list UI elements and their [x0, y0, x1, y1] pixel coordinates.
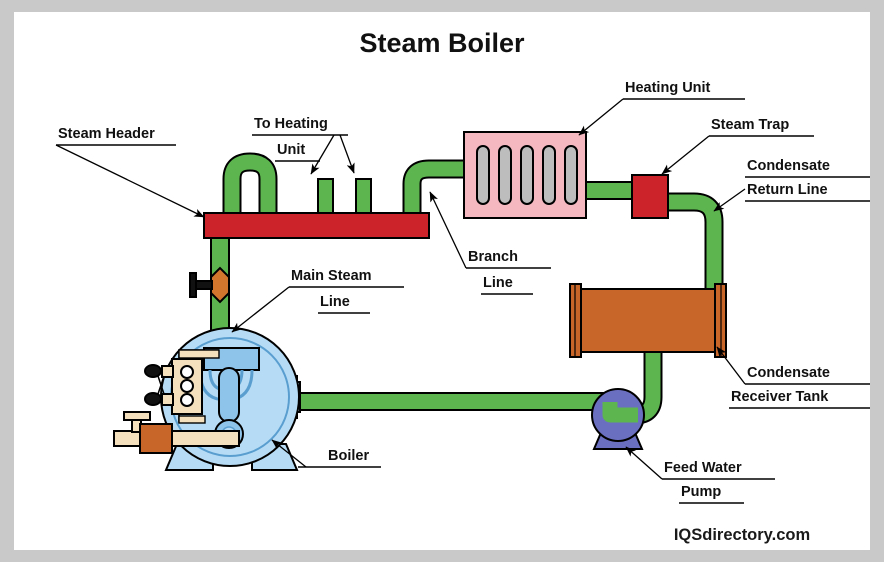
label-heating-unit: Heating Unit [578, 80, 745, 136]
label-boiler-text: Boiler [328, 448, 369, 464]
diagram-canvas: Steam Boiler [14, 12, 870, 550]
heating-unit-outlet-pipe [583, 181, 640, 200]
label-feed-water-pump: Feed Water Pump [625, 446, 775, 504]
steam-header [203, 212, 430, 239]
feed-water-pump [591, 388, 645, 450]
label-heating-unit-text: Heating Unit [625, 80, 711, 96]
label-condensate-receiver-tank: Condensate Receiver Tank [716, 346, 870, 409]
watermark: IQSdirectory.com [674, 526, 810, 544]
boiler-control-panel [144, 349, 220, 424]
label-branch-line1: Branch [468, 249, 518, 265]
condensate-receiver-tank [569, 283, 727, 358]
label-main-steam-line2: Line [320, 294, 350, 310]
main-steam-valve [189, 266, 230, 304]
riser-stub-2 [355, 178, 372, 218]
steam-trap [631, 174, 669, 219]
label-branch-line2: Line [483, 275, 513, 291]
burner-fuel-line [113, 411, 240, 454]
label-steam-trap-text: Steam Trap [711, 117, 789, 133]
label-main-steam-line: Main Steam Line [231, 268, 404, 333]
label-steam-header-text: Steam Header [58, 126, 155, 142]
label-condensate-receiver-line2: Receiver Tank [731, 389, 829, 405]
page-title: Steam Boiler [359, 28, 525, 58]
label-to-heating-unit: To Heating Unit [252, 116, 355, 175]
riser-stub-1 [317, 178, 334, 218]
label-condensate-receiver-line1: Condensate [747, 365, 830, 381]
label-steam-header: Steam Header [55, 126, 205, 218]
label-steam-trap: Steam Trap [661, 117, 814, 175]
label-condensate-return-line2: Return Line [747, 182, 828, 198]
feed-water-line-pipe [293, 392, 611, 411]
label-main-steam-line1: Main Steam [291, 268, 372, 284]
label-branch-line: Branch Line [429, 191, 551, 295]
label-to-heating-unit-line1: To Heating [254, 116, 328, 132]
steam-boiler-diagram: Steam Boiler [55, 28, 870, 544]
branch-line-pipe [402, 159, 466, 218]
heating-unit [463, 131, 587, 219]
label-condensate-return-line1: Condensate [747, 158, 830, 174]
header-arch-pipe [222, 152, 278, 217]
label-feed-water-pump-line1: Feed Water [664, 460, 742, 476]
label-to-heating-unit-line2: Unit [277, 142, 305, 158]
condensate-return-pipe [666, 192, 724, 290]
label-boiler: Boiler [271, 439, 381, 468]
label-feed-water-pump-line2: Pump [681, 484, 721, 500]
label-condensate-return-line: Condensate Return Line [713, 158, 870, 212]
